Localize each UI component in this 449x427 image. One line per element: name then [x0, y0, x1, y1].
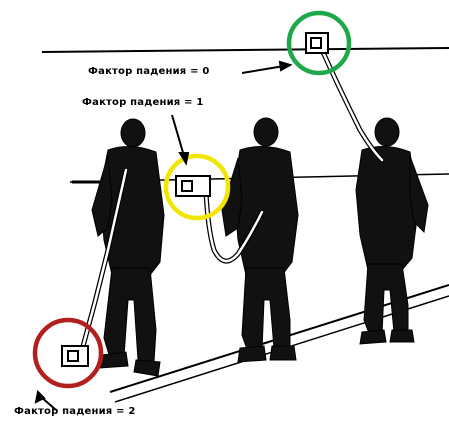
worker-left-legs: [103, 267, 157, 363]
pointer-factor-1: [171, 114, 185, 157]
pointer-factor-1-arrowhead: [178, 152, 190, 166]
lanyard-factor-1: [204, 190, 264, 263]
pointer-factor-2-arrowhead: [34, 389, 46, 404]
worker-left-head: [120, 118, 146, 148]
worker-middle-head: [253, 117, 279, 147]
worker-left-torso: [99, 146, 165, 276]
worker-middle-torso: [233, 146, 299, 276]
worker-right-arm: [409, 155, 429, 234]
highlight-circle-factor-2: [32, 317, 104, 389]
worker-right-legs: [363, 263, 409, 337]
worker-left-arm: [91, 154, 113, 237]
worker-right-boot-1: [359, 329, 387, 345]
worker-left-boot-1: [99, 351, 129, 369]
worker-middle-boot-2: [269, 345, 297, 361]
label-fall-factor-1: Фактор падения = 1: [82, 97, 204, 108]
highlight-circle-factor-0: [286, 10, 352, 76]
lanyard-factor-2: [80, 168, 128, 352]
pointer-factor-0-arrowhead: [278, 60, 293, 72]
worker-right-boot-2: [389, 329, 415, 343]
worker-middle: [221, 117, 299, 363]
worker-left: [91, 118, 165, 377]
label-pointers: [34, 60, 293, 411]
label-fall-factor-2: Фактор падения = 2: [14, 406, 136, 417]
worker-right: [355, 117, 429, 345]
pointer-factor-0: [241, 65, 285, 74]
anchor-factor-1-inner: [181, 180, 193, 192]
worker-right-torso: [355, 146, 419, 271]
anchor-points: [61, 32, 329, 367]
anchor-factor-0-inner: [310, 37, 322, 49]
worker-middle-legs: [241, 267, 291, 353]
worker-right-head: [374, 117, 400, 147]
top-lifeline: [41, 47, 449, 53]
lanyard-factor-0-outline: [319, 47, 385, 163]
worker-middle-boot-1: [237, 345, 267, 363]
label-fall-factor-0: Фактор падения = 0: [88, 66, 210, 77]
worker-left-boot-2: [133, 359, 161, 377]
highlight-circle-factor-1: [163, 153, 231, 221]
anchor-factor-2-inner: [67, 350, 79, 362]
